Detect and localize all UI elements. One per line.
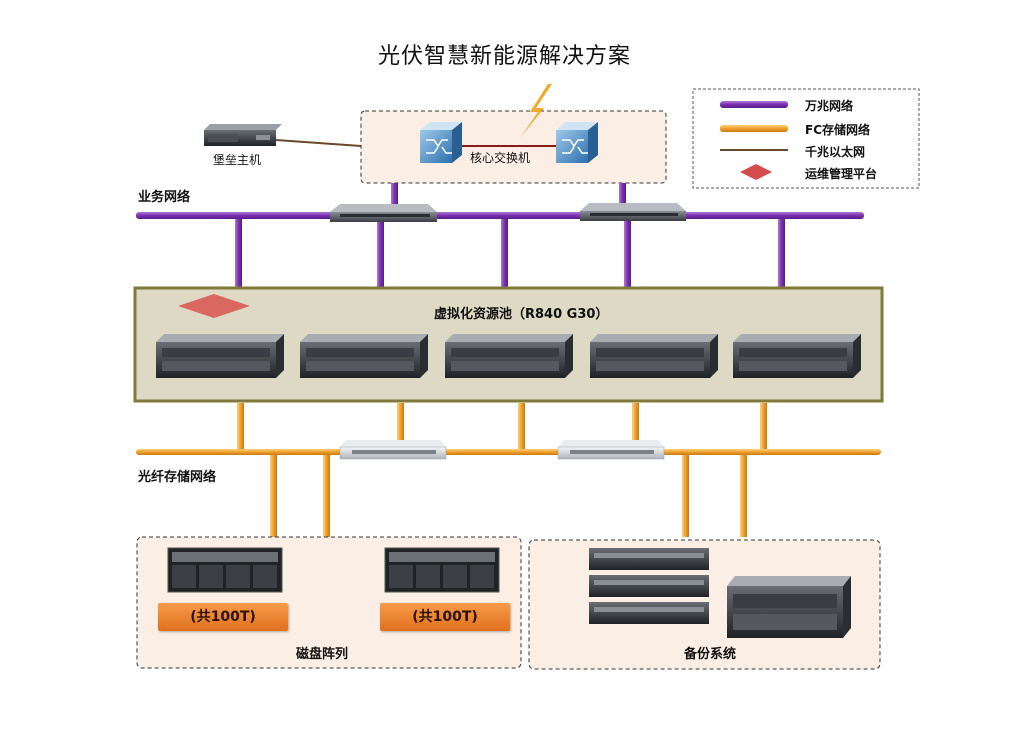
fc-switch-right-icon [557,440,665,460]
storage-drop-4 [740,455,747,537]
uplink-right [619,183,626,209]
fc-drop-4 [632,403,639,447]
backup-server-large-icon [727,576,851,638]
bastion-host-label: 堡垒主机 [213,153,262,167]
orange-line-icon [720,125,788,132]
fc-switch-left-icon [339,440,447,460]
business-drop-3 [501,219,508,288]
bastion-host-icon [204,124,282,146]
pool-server-2-icon [300,334,428,378]
access-switch-right-icon [580,203,686,221]
pool-server-5-icon [733,334,861,378]
resource-pool-label: 虚拟化资源池（R840 G30） [434,307,609,322]
legend-label-gigabit: 千兆以太网 [805,145,866,159]
bastion-gigabit-link [275,139,362,147]
fc-drop-1 [237,403,244,451]
management-platform-icon [178,294,250,318]
pool-server-3-icon [445,334,573,378]
disk-array-1-capacity: (共100T) [158,603,288,631]
lightning-icon [520,84,552,138]
disk-array-2-icon [384,547,500,593]
business-drop-1 [235,219,242,288]
storage-drop-3 [682,455,689,537]
fc-network-bus [136,449,881,455]
storage-drop-2 [323,455,330,537]
pool-server-4-icon [590,334,718,378]
core-switch-right-icon [556,122,598,163]
fc-drop-5 [760,403,767,451]
business-drop-4 [624,221,631,288]
legend-label-fc: FC存储网络 [805,123,871,137]
backup-server-stack-icon [589,548,709,624]
storage-drop-1 [270,455,277,537]
disk-array-label: 磁盘阵列 [296,647,349,662]
business-network-label: 业务网络 [138,190,191,205]
fc-drop-3 [518,403,525,451]
access-switch-left-icon [330,204,437,222]
disk-array-1-icon [167,547,283,593]
business-drop-2 [377,222,384,288]
core-switch-left-icon [420,122,462,163]
backup-system-label: 备份系统 [684,647,737,662]
fc-network-label: 光纤存储网络 [138,470,217,485]
legend-label-10g: 万兆网络 [805,99,854,113]
legend-label-ops: 运维管理平台 [805,167,878,181]
core-switch-label: 核心交换机 [470,151,531,165]
business-network-bus [136,212,864,219]
pool-server-1-icon [156,334,284,378]
business-drop-5 [778,219,785,288]
uplink-left [391,183,398,211]
pool-servers [156,334,861,378]
page-title: 光伏智慧新能源解决方案 [377,44,631,69]
fc-drop-2 [397,403,404,447]
red-diamond-icon [740,164,772,180]
disk-array-2-capacity: (共100T) [380,603,510,631]
purple-line-icon [720,101,788,108]
